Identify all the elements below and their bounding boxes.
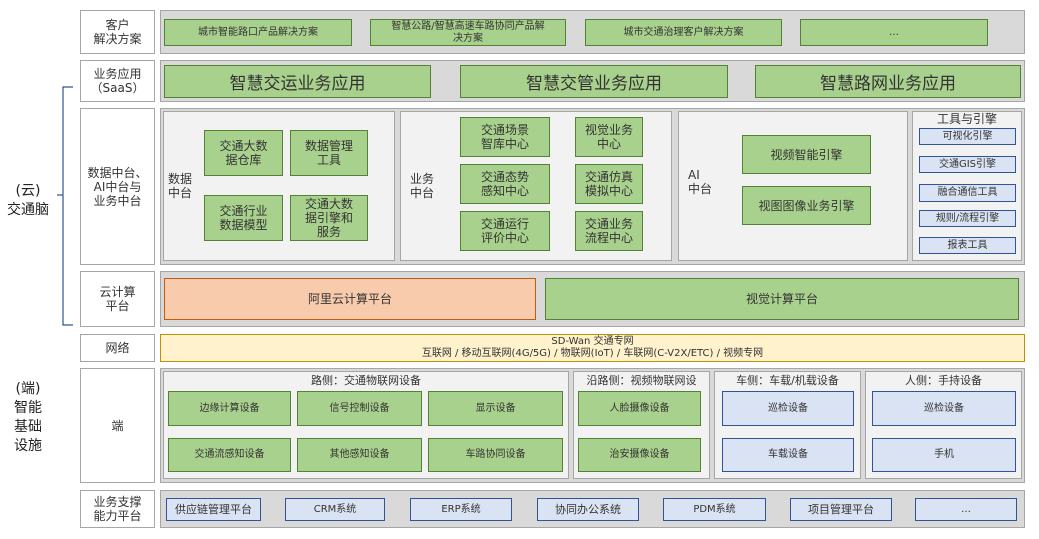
- industry-data-model[interactable]: 交通行业数据模型: [204, 195, 283, 241]
- vision-business-center[interactable]: 视觉业务中心: [575, 117, 643, 157]
- cloud-bracket: [57, 86, 73, 326]
- label-saas: 业务应用（SaaS）: [80, 60, 155, 102]
- side-label-edge: (端)智能基础设施: [14, 381, 42, 454]
- label-cloud-computing: 云计算平台: [80, 271, 155, 327]
- along-road-title: 沿路侧：视频物联网设: [586, 373, 697, 387]
- simulation-center[interactable]: 交通仿真模拟中心: [575, 164, 643, 204]
- supply-chain-platform[interactable]: 供应链管理平台: [166, 498, 261, 521]
- tool-converged-communication[interactable]: 融合通信工具: [919, 184, 1016, 202]
- business-platform-title: 业务中台: [410, 172, 435, 200]
- face-camera-device[interactable]: 人脸摄像设备: [578, 391, 701, 426]
- vehicle-inspection-device[interactable]: 巡检设备: [722, 391, 854, 426]
- alibaba-cloud-platform[interactable]: 阿里云计算平台: [164, 278, 536, 320]
- solution-city-intersection[interactable]: 城市智能路口产品解决方案: [164, 19, 352, 46]
- label-business-support: 业务支撑能力平台: [80, 490, 155, 528]
- erp-system[interactable]: ERP系统: [410, 498, 512, 521]
- other-sensor[interactable]: 其他感知设备: [297, 438, 422, 472]
- scenario-think-tank[interactable]: 交通场景智库中心: [460, 117, 550, 157]
- vision-computing-platform[interactable]: 视觉计算平台: [545, 278, 1019, 320]
- edge-computing-device[interactable]: 边缘计算设备: [168, 391, 291, 426]
- person-side-title: 人侧：手持设备: [905, 373, 982, 387]
- operation-evaluation-center[interactable]: 交通运行评价中心: [460, 211, 550, 251]
- data-warehouse[interactable]: 交通大数据仓库: [204, 130, 283, 176]
- app-road-network[interactable]: 智慧路网业务应用: [755, 65, 1021, 98]
- pdm-system[interactable]: PDM系统: [663, 498, 766, 521]
- security-camera-device[interactable]: 治安摄像设备: [578, 438, 701, 472]
- traffic-flow-sensor[interactable]: 交通流感知设备: [168, 438, 291, 472]
- solution-smart-highway[interactable]: 智慧公路/智慧高速车路协同产品解决方案: [370, 19, 566, 46]
- image-business-engine[interactable]: 视图图像业务引擎: [742, 186, 871, 225]
- vehicle-side-title: 车侧：车载/机载设备: [736, 373, 839, 387]
- network-band[interactable]: SD-Wan 交通专网互联网 / 移动互联网(4G/5G) / 物联网(IoT)…: [160, 334, 1025, 362]
- handheld-inspection-device[interactable]: 巡检设备: [872, 391, 1016, 426]
- v2x-device[interactable]: 车路协同设备: [428, 438, 563, 472]
- data-management-tools[interactable]: 数据管理工具: [290, 130, 368, 176]
- app-traffic-management[interactable]: 智慧交管业务应用: [460, 65, 728, 98]
- solution-traffic-governance[interactable]: 城市交通治理客户解决方案: [585, 19, 782, 46]
- project-management-platform[interactable]: 项目管理平台: [790, 498, 892, 521]
- tool-visualization-engine[interactable]: 可视化引擎: [919, 128, 1016, 145]
- tool-rule-process-engine[interactable]: 规则/流程引擎: [919, 210, 1016, 227]
- app-transport-operation[interactable]: 智慧交运业务应用: [164, 65, 431, 98]
- situation-awareness-center[interactable]: 交通态势感知中心: [460, 164, 550, 204]
- display-device[interactable]: 显示设备: [428, 391, 563, 426]
- crm-system[interactable]: CRM系统: [285, 498, 385, 521]
- office-collaboration-system[interactable]: 协同办公系统: [537, 498, 639, 521]
- tools-engines-title: 工具与引擎: [936, 112, 997, 126]
- road-side-title: 路侧：交通物联网设备: [311, 373, 421, 387]
- solution-more[interactable]: …: [800, 19, 988, 46]
- label-network: 网络: [80, 334, 155, 362]
- tool-report[interactable]: 报表工具: [919, 237, 1016, 254]
- business-process-center[interactable]: 交通业务流程中心: [575, 211, 643, 251]
- data-platform-title: 数据中台: [168, 172, 193, 200]
- video-intelligence-engine[interactable]: 视频智能引擎: [742, 135, 871, 174]
- label-customer-solutions: 客户解决方案: [80, 10, 155, 54]
- side-label-cloud: (云)交通脑: [7, 183, 49, 218]
- label-middle-platforms: 数据中台、AI中台与业务中台: [80, 108, 155, 265]
- label-edge: 端: [80, 368, 155, 483]
- signal-control-device[interactable]: 信号控制设备: [297, 391, 422, 426]
- onboard-device[interactable]: 车载设备: [722, 438, 854, 472]
- tool-gis-engine[interactable]: 交通GIS引擎: [919, 156, 1016, 173]
- bigdata-engine-service[interactable]: 交通大数据引擎和服务: [290, 195, 368, 241]
- support-more[interactable]: …: [915, 498, 1017, 521]
- mobile-phone[interactable]: 手机: [872, 438, 1016, 472]
